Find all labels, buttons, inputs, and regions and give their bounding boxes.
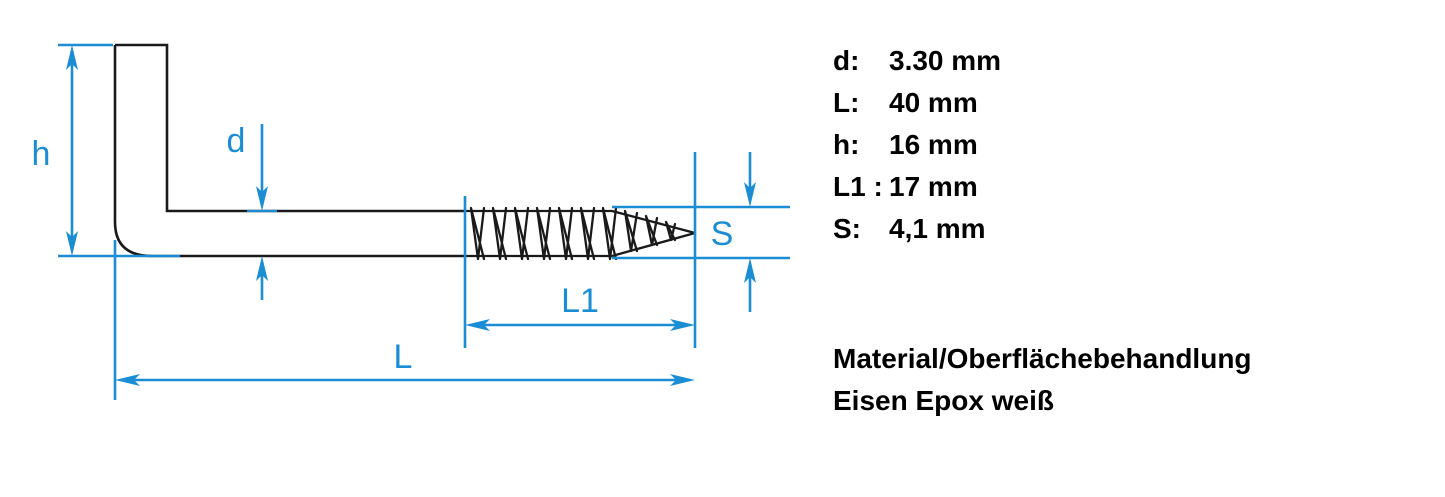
screw-thread [463,206,697,261]
spec-row-s: S: 4,1 mm [833,208,1413,250]
dimension-label-l1: L1 [561,282,599,320]
spec-row-h: h: 16 mm [833,124,1413,166]
dimension-label-d: d [227,122,246,160]
material-value: Eisen Epox weiß [833,385,1054,416]
material-block: Material/Oberflächebehandlung Eisen Epox… [833,338,1413,422]
dimension-l [113,240,695,400]
spec-value-l1: 17 mm [889,171,978,202]
spec-key-h: h: [833,129,860,160]
spec-value-s: 4,1 mm [889,213,986,244]
dimension-label-h: h [32,135,51,173]
dimension-l1 [463,152,697,348]
spec-value-h: 16 mm [889,129,978,160]
spec-key-l: L: [833,87,860,118]
spec-value-l: 40 mm [889,87,978,118]
material-heading: Material/Oberflächebehandlung [833,343,1252,374]
dimension-h [58,43,180,258]
screw-hook-diagram: h d S [32,43,790,400]
spec-key-s: S: [833,213,861,244]
spec-row-l: L: 40 mm [833,82,1413,124]
spec-value-d: 3.30 mm [889,45,1002,76]
spec-key-d: d: [833,45,860,76]
hook-outline [113,43,465,258]
dimension-label-l: L [394,338,413,376]
spec-key-l1: L1 : [833,171,883,202]
spec-row-l1: L1 : 17 mm [833,166,1413,208]
dimension-d [247,124,277,300]
dimension-label-s: S [711,215,734,253]
specification-list: d: 3.30 mm L: 40 mm h: 16 mm L1 : 17 mm … [833,40,1413,250]
spec-row-d: d: 3.30 mm [833,40,1413,82]
dimension-s [612,152,790,312]
